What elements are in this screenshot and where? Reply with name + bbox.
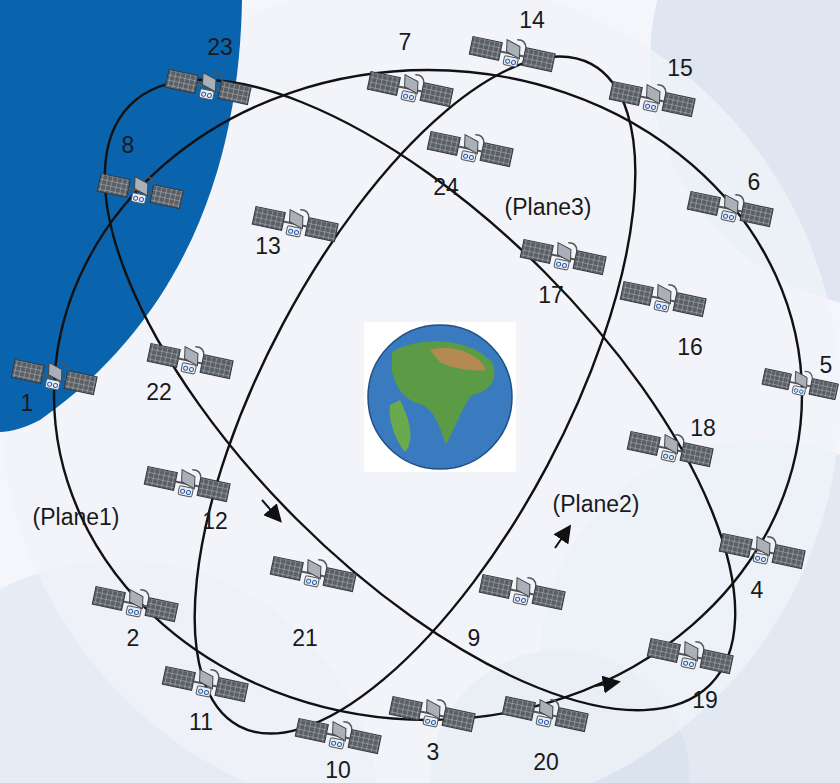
callout-number: 23 (207, 36, 233, 59)
callout-number: 15 (667, 57, 693, 80)
plane-label: (Plane1) (33, 506, 120, 529)
callout-number: 10 (325, 759, 351, 782)
callout-number: 5 (820, 354, 833, 377)
callout-number: 16 (677, 336, 703, 359)
callout-number: 2 (127, 627, 140, 650)
plane-label: (Plane3) (505, 196, 592, 219)
callout-number: 13 (255, 235, 281, 258)
plane-label: (Plane2) (553, 493, 640, 516)
callout-number: 24 (433, 176, 459, 199)
callout-number: 3 (427, 741, 440, 764)
callout-number: 12 (202, 510, 228, 533)
callout-number: 6 (748, 171, 761, 194)
callout-number: 21 (292, 627, 318, 650)
callout-number: 7 (399, 31, 412, 54)
callout-number: 14 (519, 9, 545, 32)
callout-number: 9 (468, 627, 481, 650)
callout-number: 11 (189, 711, 213, 734)
callout-number: 20 (533, 751, 559, 774)
callout-number: 18 (690, 417, 716, 440)
callout-number: 19 (692, 689, 718, 712)
callout-number: 17 (538, 284, 564, 307)
callout-number: 1 (21, 392, 34, 415)
callout-number: 22 (146, 381, 172, 404)
callout-number: 8 (122, 134, 135, 157)
callout-number: 4 (751, 579, 764, 602)
